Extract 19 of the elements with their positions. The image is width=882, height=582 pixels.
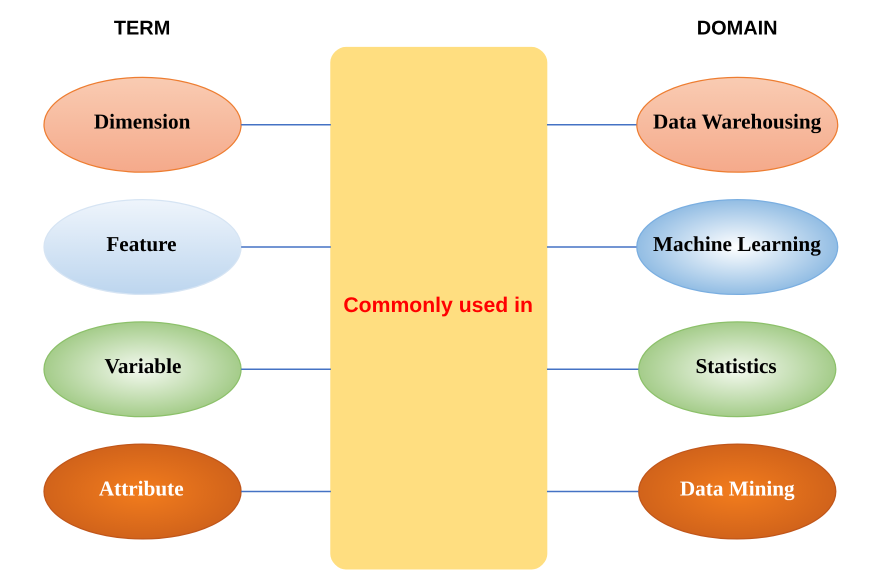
connector xyxy=(241,246,331,248)
node-ellipse: Variable xyxy=(43,321,242,418)
node-ellipse: Attribute xyxy=(43,444,242,540)
connector xyxy=(546,490,638,492)
node-ellipse: Dimension xyxy=(43,76,242,173)
node-ellipse: Feature xyxy=(43,199,242,296)
connector xyxy=(241,124,331,126)
connector xyxy=(241,368,331,370)
connector xyxy=(546,246,636,248)
connector xyxy=(546,368,638,370)
node-ellipse: Machine Learning xyxy=(636,199,838,296)
connector xyxy=(546,124,636,126)
node-box: Commonly used in xyxy=(330,46,548,570)
node-ellipse: Data Mining xyxy=(638,444,836,540)
label: DOMAIN xyxy=(696,18,778,40)
label: TERM xyxy=(114,18,170,40)
node-ellipse: Statistics xyxy=(638,321,836,418)
connector xyxy=(241,490,331,492)
node-ellipse: Data Warehousing xyxy=(636,76,838,173)
